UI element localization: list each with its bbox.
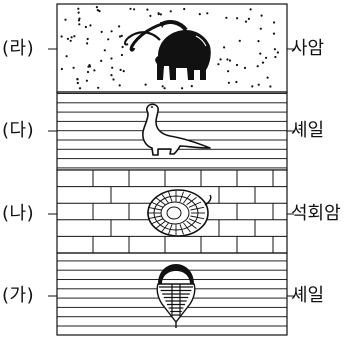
layer-label-ra: (라): [2, 38, 35, 59]
layer-label-na: (나): [2, 203, 35, 224]
rock-type-ra: 사암: [291, 38, 325, 59]
sandstone-dots: [60, 6, 279, 90]
dinosaur-icon: [142, 103, 211, 156]
ammonite-icon: [147, 189, 212, 237]
label-connectors: [48, 48, 294, 297]
ammonite-ribs: [147, 191, 205, 235]
rock-type-ga: 셰일: [291, 285, 325, 306]
layer-da-shale: [56, 91, 288, 171]
rock-type-na: 석회암: [291, 203, 341, 224]
layer-label-ga: (가): [2, 285, 35, 306]
layer-na-limestone: [56, 169, 288, 254]
trilobite-segments: [159, 286, 193, 316]
layer-label-da: (다): [2, 120, 35, 141]
trilobite-icon: [156, 264, 196, 328]
rock-type-da: 셰일: [291, 120, 325, 141]
mammoth-icon: [124, 20, 211, 80]
